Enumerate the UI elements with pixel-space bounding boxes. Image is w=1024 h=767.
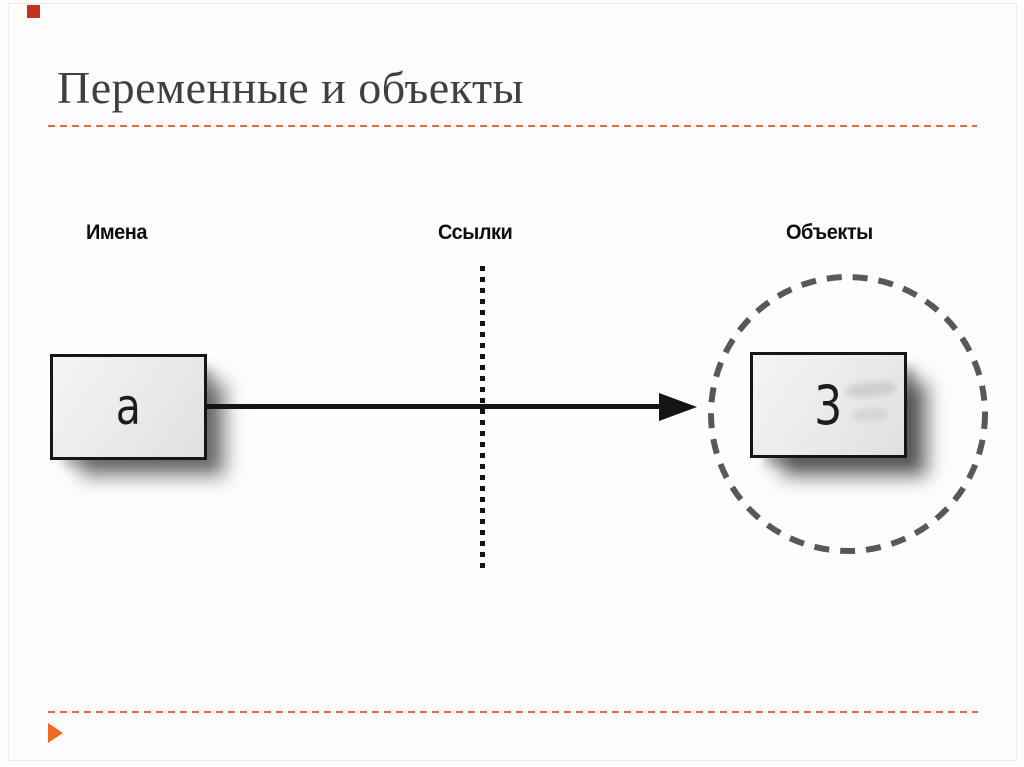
footer-dashed-line	[48, 711, 978, 713]
diagram-label-objects: Объекты	[786, 221, 873, 244]
reference-arrow-shaft	[204, 404, 660, 409]
diagram-label-names: Имена	[86, 221, 147, 244]
theme-accent-square-icon	[27, 5, 40, 18]
slide-border-frame	[8, 3, 1017, 761]
variable-name-text: a	[115, 378, 142, 436]
object-box: 3	[750, 352, 907, 458]
diagram-label-references: Ссылки	[438, 221, 513, 244]
references-dotted-divider	[480, 266, 485, 571]
footer-triangle-marker-icon	[48, 723, 63, 743]
variable-box: a	[50, 354, 207, 460]
slide-title: Переменные и объекты	[57, 62, 524, 113]
object-value-text: 3	[814, 373, 843, 437]
reference-arrow-head-icon	[659, 393, 697, 421]
title-divider-dashed-line	[48, 125, 977, 127]
object-dashed-circle	[708, 274, 988, 554]
